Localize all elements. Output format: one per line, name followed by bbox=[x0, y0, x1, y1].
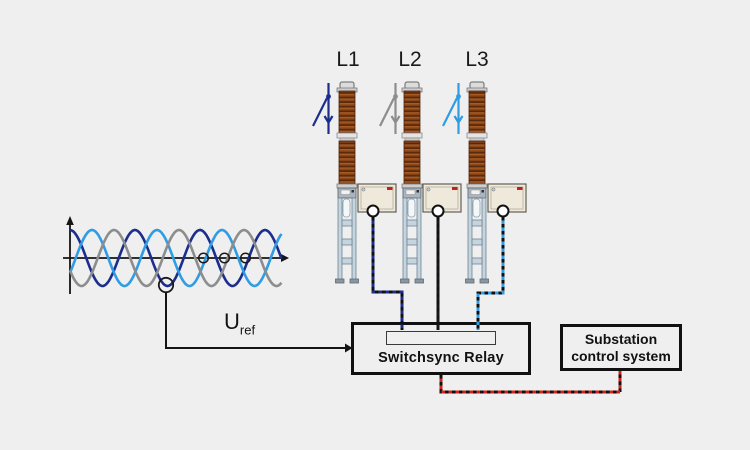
uref-symbol: U bbox=[224, 309, 240, 334]
zero-crossing-marker-1 bbox=[197, 252, 210, 264]
zero-crossing-marker-2 bbox=[218, 252, 231, 264]
substation-label: Substation control system bbox=[563, 331, 679, 364]
cable-l3 bbox=[476, 217, 505, 330]
cable-l1-base bbox=[371, 217, 404, 330]
circuit-breaker-l3 bbox=[464, 81, 527, 284]
wave-phase-gray bbox=[68, 228, 283, 288]
relay-terminal-strip bbox=[386, 331, 496, 345]
substation-label-line2: control system bbox=[571, 347, 671, 364]
uref-label: Uref bbox=[224, 309, 255, 337]
phase-label-l1: L1 bbox=[336, 48, 360, 71]
uref-subscript: ref bbox=[239, 322, 256, 338]
waveform-markers bbox=[157, 252, 252, 294]
cable-l3-base bbox=[476, 217, 505, 330]
switch-symbol-l3 bbox=[441, 81, 464, 136]
wave-phase-lightblue bbox=[68, 228, 283, 288]
uref-line bbox=[165, 292, 346, 349]
waveform-plot bbox=[63, 216, 289, 294]
circuit-breaker-l1 bbox=[334, 81, 397, 284]
three-phase-waves bbox=[68, 228, 283, 288]
relay-label: Switchsync Relay bbox=[378, 350, 504, 366]
switchsync-relay-box: Switchsync Relay bbox=[351, 322, 531, 375]
substation-label-line1: Substation bbox=[584, 331, 658, 347]
switching-target-marker bbox=[157, 276, 175, 294]
uref-connection bbox=[165, 292, 353, 353]
circuit-breaker-l2 bbox=[399, 81, 462, 284]
cable-l1 bbox=[371, 217, 404, 330]
phase-label-l3: L3 bbox=[465, 48, 489, 71]
zero-crossing-marker-3 bbox=[239, 252, 252, 264]
phase-label-l2: L2 bbox=[398, 48, 422, 71]
substation-control-box: Substation control system bbox=[560, 324, 682, 371]
switch-symbol-l2 bbox=[378, 81, 401, 136]
waveform-x-axis-arrow bbox=[281, 254, 289, 262]
switch-symbol-l1 bbox=[311, 81, 334, 136]
wave-phase-navy bbox=[69, 228, 283, 288]
waveform-y-axis-arrow bbox=[66, 216, 74, 225]
